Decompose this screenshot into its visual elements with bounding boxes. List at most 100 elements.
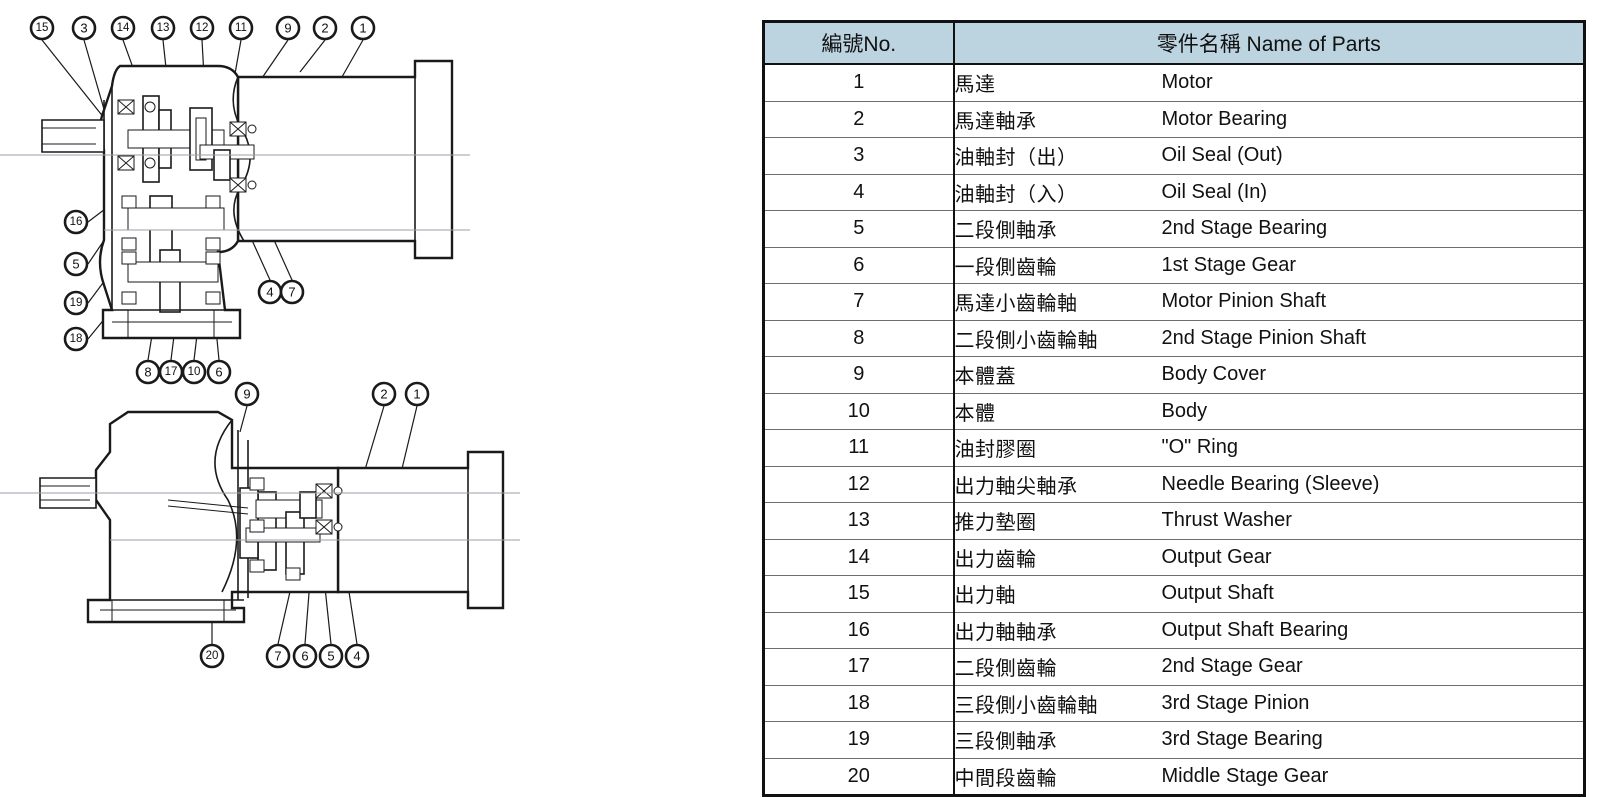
cell-part-name-en: 3rd Stage Pinion	[1161, 684, 1585, 722]
cell-part-name-cn: 油軸封（出）	[953, 137, 1162, 174]
svg-text:16: 16	[70, 216, 83, 228]
cell-part-name-en: Output Shaft Bearing	[1161, 611, 1585, 649]
callout-5: 5	[63, 251, 89, 277]
svg-text:2: 2	[321, 21, 328, 36]
cell-part-number: 20	[763, 757, 955, 796]
svg-text:8: 8	[144, 365, 151, 380]
svg-text:4: 4	[353, 649, 360, 664]
callout-10: 10	[181, 359, 207, 385]
callout-14: 14	[110, 15, 136, 41]
callout-lower-9: 9	[234, 381, 260, 407]
cell-part-number: 2	[763, 100, 955, 138]
cell-part-name-en: Output Shaft	[1161, 575, 1585, 612]
cell-part-name-en: 2nd Stage Gear	[1161, 648, 1585, 685]
cell-part-name-cn: 二段側軸承	[953, 210, 1162, 247]
cell-part-number: 14	[763, 538, 955, 576]
callout-12: 12	[189, 15, 215, 41]
cell-part-name-en: Middle Stage Gear	[1161, 757, 1585, 796]
cell-part-name-en: Motor Bearing	[1161, 100, 1585, 138]
callout-17: 17	[158, 359, 184, 385]
svg-text:9: 9	[284, 21, 291, 36]
upper-view: 15 3 14 13 12 11 9 2 1 16 5 19 18 4 7 8	[0, 15, 470, 385]
cell-part-number: 7	[763, 283, 955, 320]
bearing-symbols	[117, 99, 247, 305]
cell-part-number: 19	[763, 721, 955, 758]
svg-text:18: 18	[70, 333, 83, 345]
cell-part-name-cn: 本體蓋	[953, 356, 1162, 393]
parts-table-head: 編號No. 零件名稱 Name of Parts	[763, 21, 1585, 65]
callout-lower-1: 1	[404, 381, 430, 407]
cell-part-name-cn: 馬達小齒輪軸	[953, 283, 1162, 320]
cell-part-name-en: 1st Stage Gear	[1161, 246, 1585, 284]
cell-part-name-en: Output Gear	[1161, 538, 1585, 576]
svg-text:5: 5	[72, 257, 79, 272]
svg-text:7: 7	[274, 649, 281, 664]
svg-text:6: 6	[301, 649, 308, 664]
svg-text:6: 6	[215, 365, 222, 380]
lower-gear-train	[88, 477, 343, 622]
callout-1: 1	[350, 15, 376, 41]
cell-part-number: 10	[763, 392, 955, 430]
column-header-name: 零件名稱 Name of Parts	[953, 21, 1585, 65]
cell-part-name-cn: 二段側齒輪	[953, 648, 1162, 685]
callout-9: 9	[275, 15, 301, 41]
callout-lower-6: 6	[292, 643, 318, 669]
cell-part-name-en: 2nd Stage Bearing	[1161, 210, 1585, 247]
callout-lower-4: 4	[344, 643, 370, 669]
cell-part-name-en: 3rd Stage Bearing	[1161, 721, 1585, 758]
callout-lower-5: 5	[318, 643, 344, 669]
cell-part-name-en: "O" Ring	[1161, 429, 1585, 466]
cell-part-name-cn: 出力齒輪	[953, 538, 1162, 576]
cell-part-name-cn: 本體	[953, 392, 1162, 430]
cell-part-name-en: Motor Pinion Shaft	[1161, 283, 1585, 320]
lower-bearing-symbols	[249, 477, 333, 581]
callout-lower-7: 7	[265, 643, 291, 669]
svg-text:5: 5	[327, 649, 334, 664]
lower-callouts: 9 2 1 20 7 6 5 4	[199, 381, 430, 669]
cell-part-name-en: Oil Seal (In)	[1161, 173, 1585, 211]
svg-text:1: 1	[359, 21, 366, 36]
callout-6: 6	[206, 359, 232, 385]
column-header-no: 編號No.	[763, 21, 955, 65]
svg-text:4: 4	[266, 285, 273, 300]
svg-text:3: 3	[80, 21, 87, 36]
technical-drawing: 15 3 14 13 12 11 9 2 1 16 5 19 18 4 7 8	[0, 0, 750, 787]
svg-text:10: 10	[188, 366, 201, 378]
cell-part-name-cn: 馬達軸承	[953, 100, 1162, 138]
callout-13: 13	[150, 15, 176, 41]
cell-part-name-cn: 出力軸	[953, 575, 1162, 612]
lower-view: 9 2 1 20 7 6 5 4	[0, 381, 520, 669]
cell-part-name-en: Needle Bearing (Sleeve)	[1161, 465, 1585, 503]
cell-part-name-en: Body Cover	[1161, 356, 1585, 393]
cell-part-name-cn: 出力軸尖軸承	[953, 465, 1162, 503]
cell-part-name-en: 2nd Stage Pinion Shaft	[1161, 319, 1585, 357]
cell-part-name-cn: 馬達	[953, 64, 1162, 101]
svg-text:20: 20	[206, 650, 219, 662]
callout-4: 4	[257, 279, 283, 305]
svg-text:13: 13	[157, 22, 170, 34]
cell-part-number: 12	[763, 465, 955, 503]
cell-part-name-cn: 出力軸軸承	[953, 611, 1162, 649]
cell-part-number: 3	[763, 137, 955, 174]
cell-part-name-cn: 三段側軸承	[953, 721, 1162, 758]
cell-part-name-cn: 油封膠圈	[953, 429, 1162, 466]
cell-part-number: 5	[763, 210, 955, 247]
